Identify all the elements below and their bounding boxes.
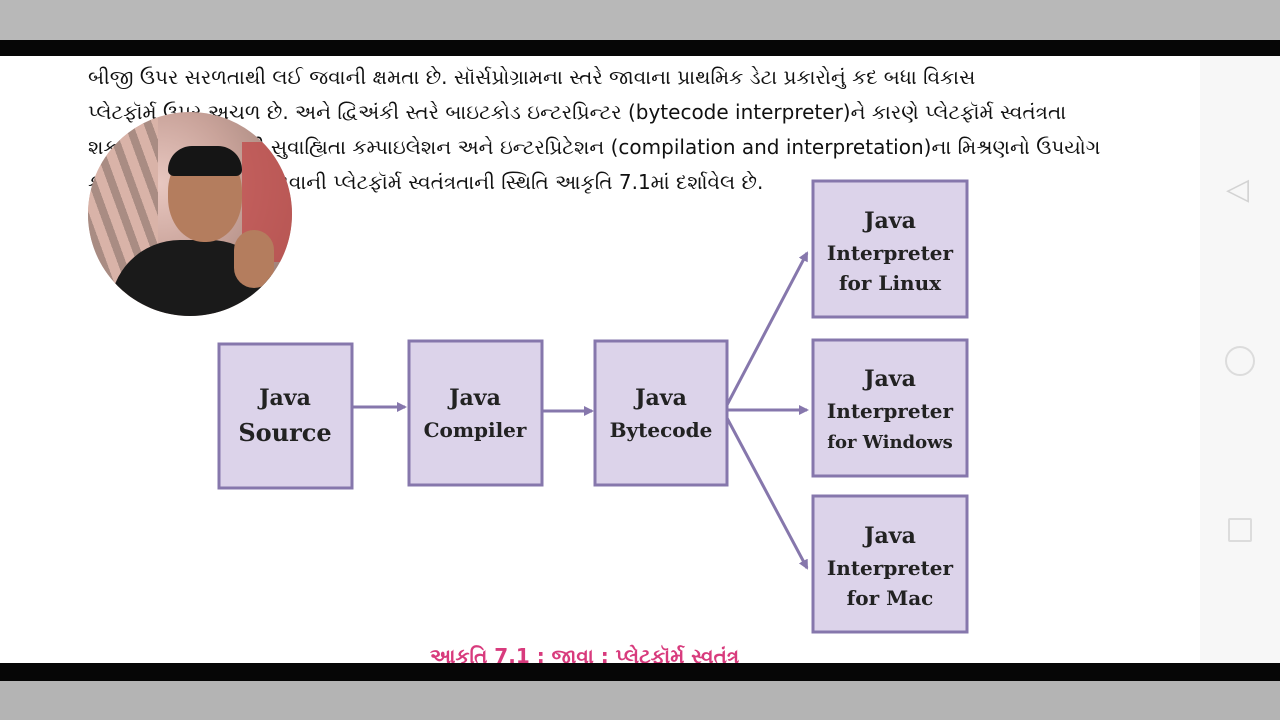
box-java-bytecode <box>593 339 729 487</box>
windows-label-1: Java <box>862 366 916 392</box>
bytecode-label-2: Bytecode <box>610 418 713 442</box>
recent-apps-square-icon[interactable] <box>1228 518 1252 542</box>
windows-label-3: for Windows <box>827 432 953 453</box>
arrow-bytecode-to-linux <box>725 251 809 406</box>
video-bottom-bar <box>0 681 1280 720</box>
back-triangle-icon[interactable]: ◁ <box>1226 172 1250 207</box>
box-interpreter-windows <box>811 338 969 478</box>
compiler-label-2: Compiler <box>424 418 527 442</box>
figure-caption: આકૃતિ 7.1 : જાવા : પ્લેટફૉર્મ સ્વતંત્ર <box>430 644 740 663</box>
compiler-label-1: Java <box>447 385 501 411</box>
box-interpreter-linux <box>811 179 969 319</box>
paragraph-line-1: બીજી ઉપર સરળતાથી લઈ જવાની ક્ષમતા છે. સૉર… <box>88 65 976 89</box>
video-top-border <box>0 40 1280 56</box>
presenter-webcam-avatar <box>88 112 292 316</box>
mac-label-3: for Mac <box>847 586 934 610</box>
box-java-source <box>217 342 354 490</box>
bytecode-label-1: Java <box>633 385 687 411</box>
linux-label-2: Interpreter <box>827 241 954 265</box>
arrow-bytecode-to-mac <box>725 417 809 570</box>
video-bottom-border <box>0 663 1280 681</box>
linux-label-1: Java <box>862 208 916 234</box>
mac-label-2: Interpreter <box>827 556 954 580</box>
box-java-compiler <box>407 339 544 487</box>
windows-label-2: Interpreter <box>827 399 954 423</box>
source-label-2: Source <box>238 418 331 447</box>
mac-label-1: Java <box>862 523 916 549</box>
home-circle-icon[interactable] <box>1225 346 1255 376</box>
box-interpreter-mac <box>811 494 969 634</box>
linux-label-3: for Linux <box>839 271 942 295</box>
paragraph-line-2: પ્લેટફૉર્મ ઉપર અચળ છે. અને દ્વિઅંકી સ્તર… <box>88 100 1067 124</box>
video-top-bar <box>0 0 1280 40</box>
source-label-1: Java <box>257 385 311 411</box>
